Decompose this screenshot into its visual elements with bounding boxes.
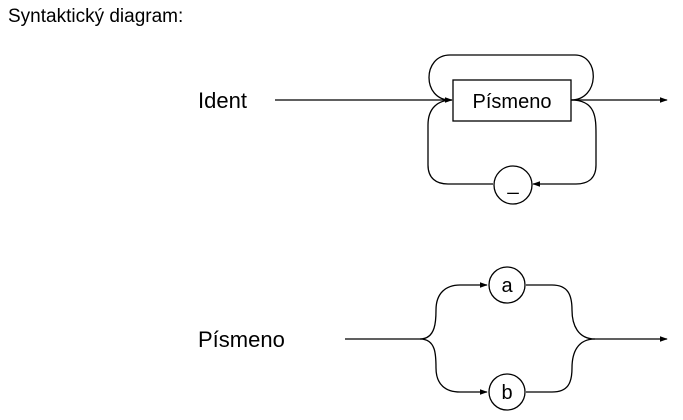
pismeno-diagram: Písmeno a b <box>198 266 668 411</box>
ident-bottom-loop-left <box>427 99 493 185</box>
pismeno-terminal-a-label: a <box>501 275 513 297</box>
ident-rule-label: Ident <box>198 88 247 113</box>
pismeno-rule-label: Písmeno <box>198 327 285 352</box>
pismeno-terminal-b-label: b <box>501 382 512 404</box>
ident-diagram: Ident Písmeno _ <box>198 54 668 205</box>
pismeno-branch-a-in <box>419 282 488 340</box>
pismeno-terminal-a <box>488 266 526 304</box>
ident-bottom-loop-right <box>532 99 597 187</box>
pismeno-terminal-b <box>488 373 526 411</box>
ident-underscore-label: _ <box>506 173 519 195</box>
page-title: Syntaktický diagram: <box>8 6 184 27</box>
ident-top-loop <box>428 54 594 101</box>
pismeno-branch-a-out <box>526 284 596 340</box>
ident-nonterminal-label: Písmeno <box>473 91 552 113</box>
ident-underscore-terminal <box>493 165 533 205</box>
pismeno-branch-b-in <box>419 338 488 395</box>
pismeno-branch-b-out <box>526 338 596 393</box>
